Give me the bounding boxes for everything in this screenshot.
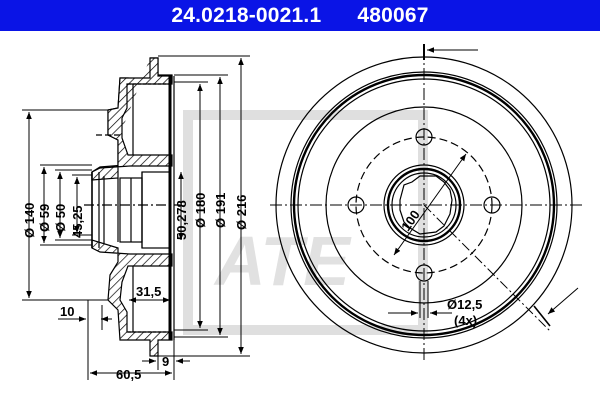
dim-d59: Ø 59 <box>37 204 52 232</box>
reference-number: 480067 <box>357 3 429 27</box>
dim-d50: Ø 50 <box>53 204 68 232</box>
dim-bolt-hole: Ø12,5 <box>447 297 482 312</box>
dim-d140: Ø 140 <box>22 203 37 238</box>
dim-9: 9 <box>162 354 169 369</box>
section-dimension-lines <box>22 55 250 380</box>
part-number: 24.0218-0021.1 <box>171 3 322 27</box>
dim-bolt-count: (4x) <box>454 313 477 328</box>
dim-50-278: 50,278 <box>174 200 189 240</box>
section-dimension-labels: Ø 140 Ø 59 Ø 50 45,25 50,278 Ø 180 Ø 191… <box>22 193 249 382</box>
dim-45-25: 45,25 <box>70 205 85 238</box>
front-dimension-labels: 100 Ø12,5 (4x) <box>398 207 482 328</box>
svg-text:ATE: ATE <box>213 222 352 300</box>
dim-10: 10 <box>60 304 74 319</box>
dim-31-5: 31,5 <box>136 284 161 299</box>
dim-d191: Ø 191 <box>213 193 228 228</box>
dim-d216: Ø 216 <box>234 195 249 230</box>
dim-60-5: 60,5 <box>116 367 141 382</box>
dim-d180: Ø 180 <box>193 193 208 228</box>
title-bar: 24.0218-0021.1 480067 <box>0 0 600 31</box>
drum-cross-section <box>84 57 180 357</box>
drum-front-view <box>270 44 582 362</box>
